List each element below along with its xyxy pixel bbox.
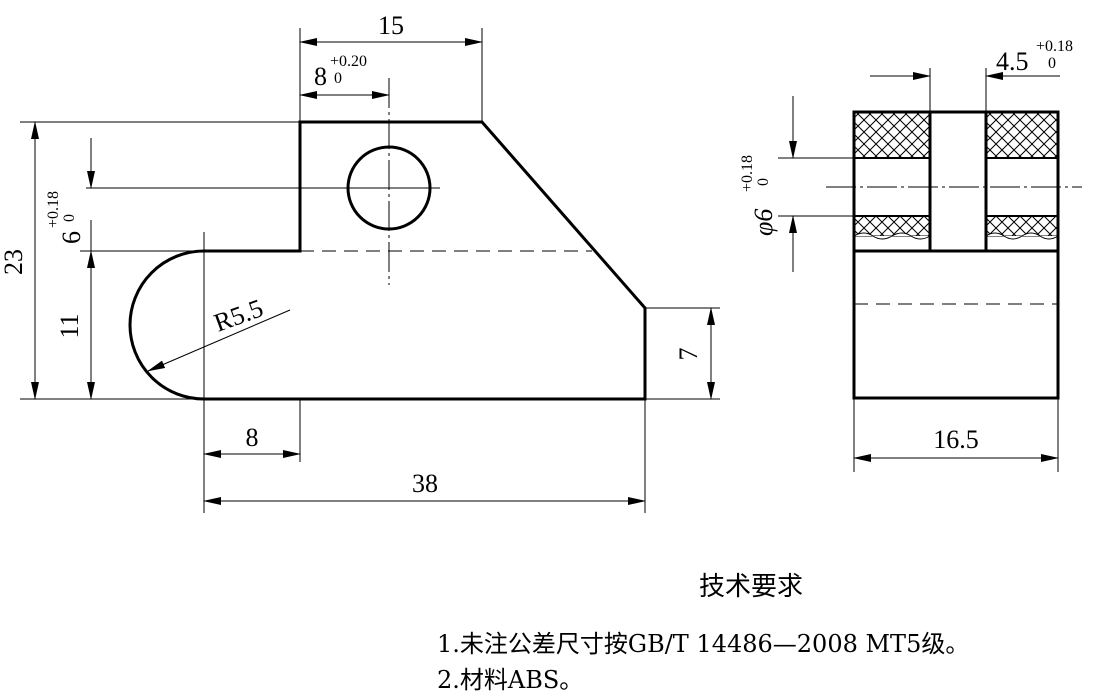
dim-tol-upper-side-hole: +0.18 <box>739 155 756 192</box>
notes-title: 技术要求 <box>699 572 804 602</box>
dim-text-15: 15 <box>378 11 404 40</box>
dim-text-radius: R5.5 <box>210 293 267 337</box>
dim-text-hole-dia: 6 <box>57 231 86 244</box>
dim-tol-lower-side-hole: 0 <box>755 178 772 186</box>
break-line <box>853 232 931 240</box>
dim-tol-lower-slot: 0 <box>1048 55 1056 72</box>
dim-text-hole-pos: 8 <box>314 62 327 91</box>
side-view: φ6 +0.18 0 4.5 +0.18 0 16.5 <box>739 38 1082 472</box>
break-line <box>985 232 1059 240</box>
side-outline <box>852 110 1060 400</box>
dim-text-8: 8 <box>246 423 259 452</box>
dim-text-side-hole: φ6 <box>749 209 778 236</box>
dim-tol-upper-slot: +0.18 <box>1036 38 1073 55</box>
hatch-top-left <box>853 111 931 159</box>
dim-tol-upper-hole-pos: +0.20 <box>330 53 367 70</box>
dim-tol-lower-hole-dia: 0 <box>61 214 78 222</box>
hatch-top-right <box>985 111 1059 159</box>
dim-text-7: 7 <box>674 348 703 361</box>
dim-text-11: 11 <box>55 313 84 338</box>
dim-tol-upper-hole-dia: +0.18 <box>45 191 62 228</box>
dim-tol-lower-hole-pos: 0 <box>334 70 342 87</box>
notes-line-2: 2.材料ABS。 <box>437 666 584 694</box>
dim-text-slot: 4.5 <box>996 47 1029 76</box>
dim-text-23: 23 <box>0 249 28 275</box>
front-outline <box>128 120 647 401</box>
notes-line-1: 1.未注公差尺寸按GB/T 14486—2008 MT5级。 <box>437 630 970 658</box>
radius-leader <box>147 309 291 372</box>
front-view: 15 8 +0.20 0 23 6 +0.18 0 11 R5.5 7 8 38 <box>0 11 720 513</box>
dim-text-side-width: 16.5 <box>933 425 979 454</box>
dim-text-38: 38 <box>412 469 438 498</box>
